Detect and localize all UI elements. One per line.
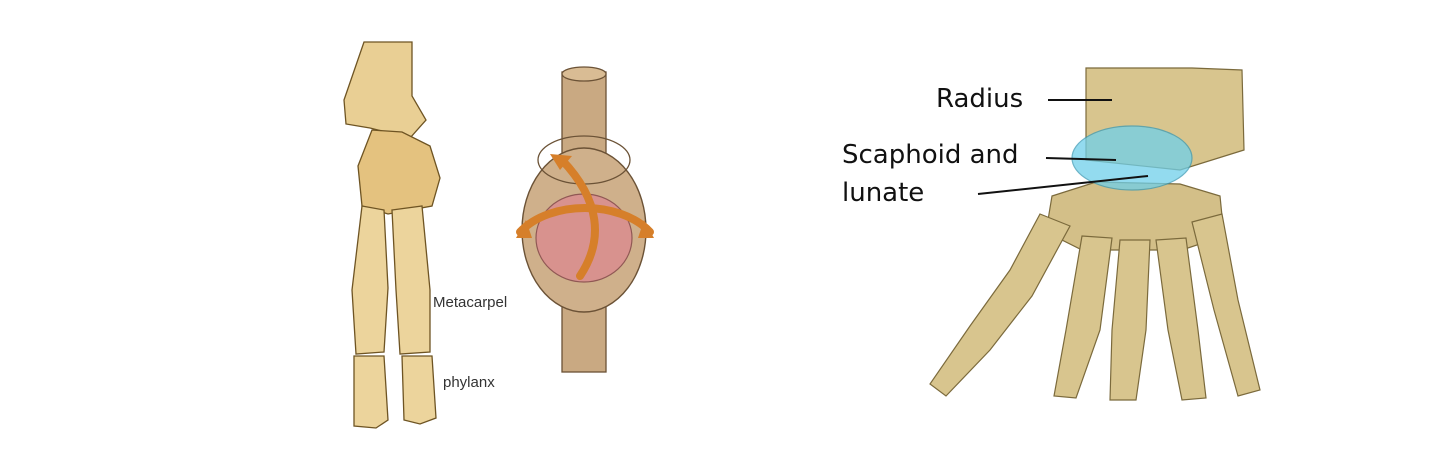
metacarpal-left: [352, 206, 388, 354]
radius-label: Radius: [936, 80, 1023, 118]
metacarpal-right: [392, 206, 430, 354]
left-illustration: Metacarpel phylanx: [280, 0, 700, 466]
index-metacarpal: [1054, 236, 1112, 398]
phalanx-right: [402, 356, 436, 424]
ring-metacarpal: [1156, 238, 1206, 400]
hand-bones-illustration: [280, 0, 700, 466]
scaphoid-label-line2: lunate: [842, 174, 924, 212]
joint-rod-top: [562, 67, 606, 81]
middle-metacarpal: [1110, 240, 1150, 400]
top-bone: [344, 42, 426, 138]
phylanx-label: phylanx: [443, 374, 495, 391]
phalanx-left: [354, 356, 388, 428]
scaphoid-lunate-highlight: [1072, 126, 1192, 190]
metacarpel-label: Metacarpel: [433, 294, 507, 311]
wrist-illustration: [820, 0, 1300, 466]
carpal-bones: [358, 130, 440, 214]
right-illustration: Radius Scaphoid and lunate: [820, 0, 1300, 466]
scaphoid-label-line1: Scaphoid and: [842, 136, 1019, 174]
thumb-bones: [930, 214, 1070, 396]
